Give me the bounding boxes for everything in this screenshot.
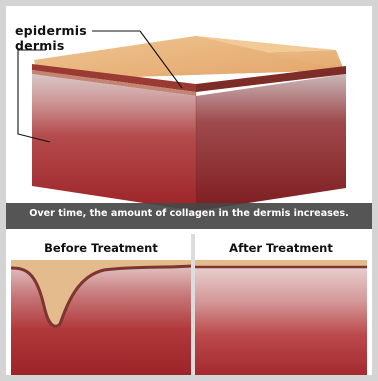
skin-diagram xyxy=(6,6,372,375)
dermis-front-face xyxy=(32,74,196,211)
before-treatment-title: Before Treatment xyxy=(11,238,191,258)
dermis-label: dermis xyxy=(15,38,65,53)
skin-block xyxy=(32,36,346,211)
after-treatment-title: After Treatment xyxy=(195,238,367,258)
caption-text: Over time, the amount of collagen in the… xyxy=(6,208,372,219)
epidermis-label: epidermis xyxy=(15,23,87,38)
after-panel xyxy=(195,260,367,375)
figure-panel: epidermis dermis Over time, the amount o… xyxy=(6,6,372,375)
dermis-side-face xyxy=(196,74,346,211)
caption-bar: Over time, the amount of collagen in the… xyxy=(6,203,372,229)
